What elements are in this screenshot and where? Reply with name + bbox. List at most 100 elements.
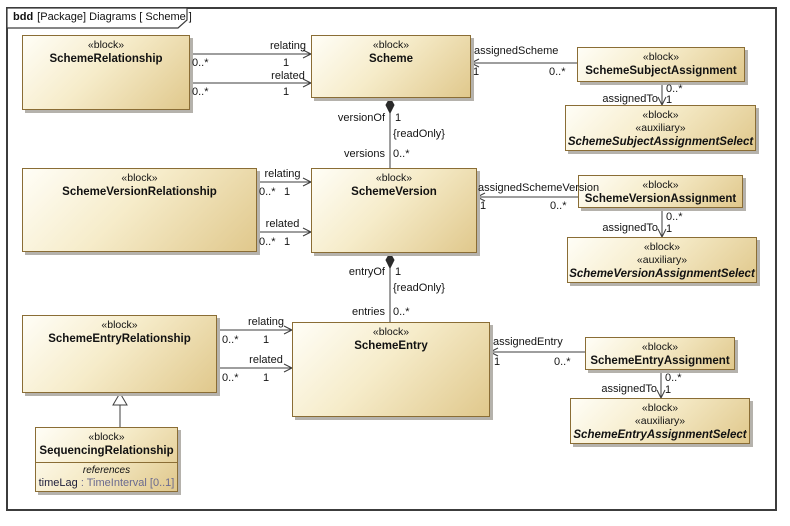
edge-mult-version-related-target[interactable]: 1 [284, 236, 291, 248]
block-scheme-version-assignment[interactable]: «block» SchemeVersionAssignment [578, 175, 743, 208]
composition-version-entries[interactable] [385, 251, 395, 322]
block-name: SchemeEntryAssignmentSelect [573, 429, 747, 441]
edge-mult-entry-assigned-to-upper[interactable]: 0..* [665, 372, 682, 384]
edge-mult-subject-assigned-to-upper[interactable]: 0..* [666, 83, 683, 95]
edge-label-entry-relating[interactable]: relating [247, 316, 285, 328]
edge-mult-scheme-relating-target[interactable]: 1 [282, 57, 290, 69]
block-scheme-version-assignment-select[interactable]: «block» «auxiliary» SchemeVersionAssignm… [567, 237, 757, 283]
edge-role-entry-of[interactable]: entryOf [348, 266, 385, 278]
block-name: SchemeVersion [351, 186, 437, 198]
block-name: SchemeEntryAssignment [590, 355, 730, 367]
edge-label-entry-related[interactable]: related [249, 354, 283, 366]
association-version-assigned-to[interactable] [657, 208, 667, 239]
diagram-kind-label: bdd [13, 11, 34, 23]
block-name: SchemeEntryRelationship [48, 333, 191, 345]
association-assigned-scheme[interactable] [469, 58, 577, 68]
edge-label-assigned-scheme[interactable]: assignedScheme [474, 45, 559, 57]
edge-mult-version-relating-source[interactable]: 0..* [259, 186, 276, 198]
stereotype-label: «block» [642, 109, 679, 121]
stereotype-label: «block» [121, 172, 158, 184]
block-scheme-relationship[interactable]: «block» SchemeRelationship [22, 35, 190, 110]
attribute-timelag[interactable]: timeLag : TimeInterval [0..1] [38, 477, 175, 489]
association-assigned-entry[interactable] [488, 347, 585, 357]
edge-mult-entry-relating-source[interactable]: 0..* [222, 334, 239, 346]
edge-label-version-assigned-to[interactable]: assignedTo [602, 222, 658, 234]
edge-mult-subject-assigned-to-lower[interactable]: 1 [666, 94, 673, 106]
edge-label-assigned-scheme-version[interactable]: assignedSchemeVersion [478, 182, 600, 194]
block-name: SequencingRelationship [39, 445, 174, 457]
edge-label-scheme-relating[interactable]: relating [269, 40, 307, 52]
edge-mult-versions[interactable]: 0..* [393, 148, 410, 160]
edge-mult-entry-assigned-to-lower[interactable]: 1 [665, 384, 672, 396]
edge-role-versions[interactable]: versions [344, 148, 385, 160]
edge-label-scheme-related[interactable]: related [271, 70, 305, 82]
block-scheme-entry[interactable]: «block» SchemeEntry [292, 322, 490, 417]
generalization-sequencing-relationship[interactable] [112, 392, 128, 427]
edge-constraint-readonly[interactable]: {readOnly} [393, 128, 445, 140]
stereotype-label: «block» [642, 179, 679, 191]
block-scheme[interactable]: «block» Scheme [311, 35, 471, 98]
edge-mult-version-related-source[interactable]: 0..* [259, 236, 276, 248]
edge-mult-entry-related-target[interactable]: 1 [263, 372, 270, 384]
association-subject-assigned-to[interactable] [657, 82, 667, 107]
block-scheme-version-relationship[interactable]: «block» SchemeVersionRelationship [22, 168, 257, 252]
edge-mult-assigned-scheme-version-left[interactable]: 1 [480, 200, 487, 212]
edge-mult-scheme-related-source[interactable]: 0..* [192, 86, 209, 98]
stereotype-label: «block» [88, 431, 125, 443]
edge-mult-version-of[interactable]: 1 [395, 112, 402, 124]
edge-mult-assigned-entry-left[interactable]: 1 [494, 356, 501, 368]
edge-mult-version-relating-target[interactable]: 1 [284, 186, 291, 198]
block-sequencing-relationship[interactable]: «block» SequencingRelationship reference… [35, 427, 178, 492]
block-scheme-subject-assignment[interactable]: «block» SchemeSubjectAssignment [577, 47, 745, 82]
edge-mult-entry-of[interactable]: 1 [395, 266, 402, 278]
edge-mult-scheme-related-target[interactable]: 1 [282, 86, 290, 98]
edge-label-version-related[interactable]: related [265, 218, 300, 230]
edge-mult-version-assigned-to-lower[interactable]: 1 [666, 223, 673, 235]
block-name: SchemeEntry [354, 340, 428, 352]
diagram-title: bdd[Package] Diagrams [ Scheme ] [13, 11, 192, 24]
edge-label-assigned-entry[interactable]: assignedEntry [493, 336, 563, 348]
stereotype-label: «block» [372, 326, 410, 338]
block-scheme-entry-assignment[interactable]: «block» SchemeEntryAssignment [585, 337, 735, 370]
edge-constraint-readonly-2[interactable]: {readOnly} [393, 282, 445, 294]
edge-mult-assigned-scheme-right[interactable]: 0..* [549, 66, 566, 78]
composition-scheme-versions[interactable] [385, 96, 395, 168]
stereotype-label: «block» [641, 341, 679, 353]
edge-role-version-of[interactable]: versionOf [337, 112, 385, 124]
block-scheme-version[interactable]: «block» SchemeVersion [311, 168, 477, 253]
stereotype-label: «block» [643, 241, 681, 253]
edge-mult-entry-relating-target[interactable]: 1 [263, 334, 270, 346]
block-name: SchemeVersionRelationship [62, 186, 217, 198]
references-compartment: references timeLag : TimeInterval [0..1] [36, 462, 177, 490]
block-scheme-entry-relationship[interactable]: «block» SchemeEntryRelationship [22, 315, 217, 393]
edge-mult-assigned-scheme-version-right[interactable]: 0..* [550, 200, 567, 212]
edge-role-entries[interactable]: entries [351, 306, 385, 318]
block-name: SchemeRelationship [49, 53, 163, 65]
block-scheme-subject-assignment-select[interactable]: «block» «auxiliary» SchemeSubjectAssignm… [565, 105, 756, 151]
stereotype-label: «auxiliary» [634, 415, 686, 427]
edge-mult-assigned-scheme-left[interactable]: 1 [473, 66, 480, 78]
block-scheme-entry-assignment-select[interactable]: «block» «auxiliary» SchemeEntryAssignmen… [570, 398, 750, 444]
stereotype-label: «block» [641, 402, 679, 414]
edge-mult-entries[interactable]: 0..* [393, 306, 410, 318]
compartment-label: references [82, 465, 131, 476]
block-name: SchemeVersionAssignment [584, 193, 737, 205]
diagram-title-text: [Package] Diagrams [ Scheme ] [37, 11, 192, 23]
stereotype-label: «block» [375, 172, 413, 184]
diagram-frame-tab [6, 7, 188, 29]
edge-label-entry-assigned-to[interactable]: assignedTo [601, 383, 657, 395]
edge-label-subject-assigned-to[interactable]: assignedTo [602, 93, 658, 105]
edge-mult-entry-related-source[interactable]: 0..* [222, 372, 239, 384]
association-entry-assigned-to[interactable] [656, 370, 666, 400]
edge-mult-version-assigned-to-upper[interactable]: 0..* [666, 211, 683, 223]
edge-label-version-relating[interactable]: relating [264, 168, 301, 180]
stereotype-label: «block» [87, 39, 125, 51]
block-name: SchemeVersionAssignmentSelect [569, 268, 755, 280]
edge-mult-scheme-relating-source[interactable]: 0..* [192, 57, 209, 69]
edge-mult-assigned-entry-right[interactable]: 0..* [554, 356, 571, 368]
stereotype-label: «block» [101, 319, 138, 331]
diagram-frame [6, 7, 777, 511]
association-assigned-scheme-version[interactable] [475, 192, 578, 202]
